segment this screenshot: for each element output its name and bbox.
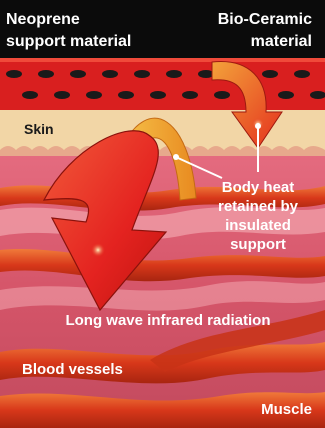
leader-dot-2: [173, 154, 179, 160]
neoprene-label-line2: support material: [6, 33, 131, 50]
infrared-label: Long wave infrared radiation: [65, 312, 270, 329]
blood-vessels-label: Blood vessels: [22, 361, 123, 378]
neoprene-highlight: [0, 58, 325, 62]
bodyheat-label-line2: retained by: [218, 198, 299, 215]
bodyheat-label-line1: Body heat: [222, 179, 295, 196]
skin-label: Skin: [24, 121, 54, 137]
bodyheat-label-line3: insulated: [225, 217, 291, 234]
neoprene-label-line1: Neoprene: [6, 11, 80, 28]
bodyheat-label-line4: support: [230, 236, 286, 253]
bioceramic-label-line2: material: [251, 33, 312, 50]
bioceramic-label-line1: Bio-Ceramic: [218, 11, 312, 28]
leader-dot-1: [255, 123, 261, 129]
muscle-label: Muscle: [261, 401, 312, 418]
glow-spot-1: [91, 243, 105, 257]
neoprene-layer: [0, 58, 325, 110]
